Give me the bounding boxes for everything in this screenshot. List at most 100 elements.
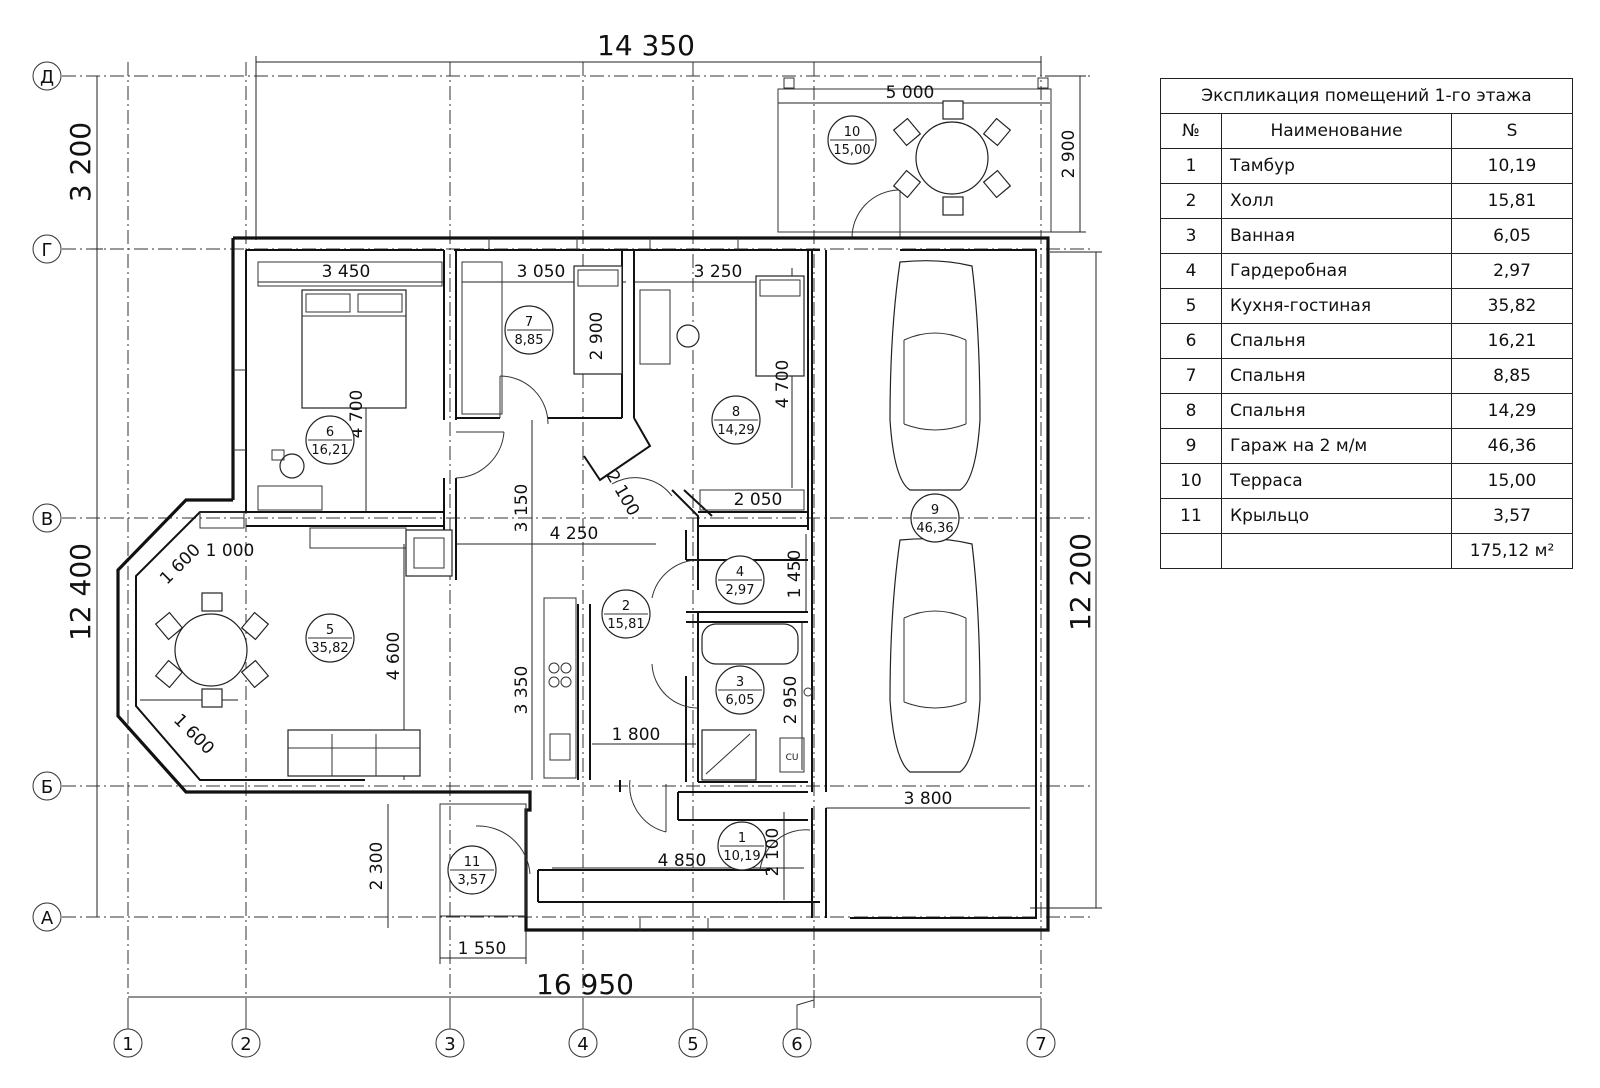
bath-fixtures: СU [701,623,813,781]
terrace [777,77,1052,239]
table-row: 4 Гардеробная 2,97 [1160,253,1573,289]
row-name: Кухня-гостиная [1221,288,1452,324]
svg-text:11: 11 [464,855,481,870]
svg-text:4: 4 [736,565,744,580]
svg-text:2: 2 [622,599,630,614]
axis-label-v: В [41,509,53,530]
svg-text:10: 10 [844,125,861,140]
axis-label-1: 1 [122,1034,133,1055]
axis-label-3: 3 [444,1034,455,1055]
table-row: 5 Кухня-гостиная 35,82 [1160,288,1573,324]
dim-bath-depth: 2 950 [781,676,801,725]
row-area: 10,19 [1451,148,1573,184]
table-row: 8 Спальня 14,29 [1160,393,1573,429]
dim-porch-width: 1 550 [458,939,507,959]
row-num: 3 [1160,218,1222,254]
row-num: 9 [1160,428,1222,464]
table-row: 11 Крыльцо 3,57 [1160,498,1573,534]
svg-text:2,97: 2,97 [726,583,755,598]
axis-bubbles-horizontal: Д Г В Б А [32,61,62,932]
header-num: № [1160,113,1222,149]
room-tag-9: 9 46,36 [910,493,960,543]
row-num: 4 [1160,253,1222,289]
dim-bottom-total: 16 950 [536,968,634,1001]
row-name: Ванная [1221,218,1452,254]
dim-kitchen-depth: 4 600 [384,632,404,681]
room-tag-8: 8 14,29 [711,395,761,445]
axis-label-2: 2 [240,1034,251,1055]
dim-top-total: 14 350 [597,29,695,62]
row-name: Спальня [1221,393,1452,429]
row-num: 11 [1160,498,1222,534]
room-tag-6: 6 16,21 [305,415,355,465]
exterior-walls [116,236,1050,932]
row-num: 2 [1160,183,1222,219]
svg-text:16,21: 16,21 [311,443,348,458]
row-name: Холл [1221,183,1452,219]
row-area: 15,00 [1451,463,1573,499]
svg-text:15,00: 15,00 [833,143,870,158]
axis-label-d: Д [40,67,54,88]
doors [455,375,811,875]
svg-text:8: 8 [732,405,740,420]
axis-bubbles-vertical: 1 2 3 4 5 6 7 [113,990,1056,1058]
axis-label-5: 5 [687,1034,698,1055]
svg-text:1: 1 [738,831,746,846]
axis-label-6: 6 [791,1034,802,1055]
row-area: 15,81 [1451,183,1573,219]
svg-text:9: 9 [931,503,939,518]
room-tag-7: 7 8,85 [504,305,554,355]
svg-text:3,57: 3,57 [458,873,487,888]
table-row: 6 Спальня 16,21 [1160,323,1573,359]
table-row: 1 Тамбур 10,19 [1160,148,1573,184]
svg-text:3: 3 [736,675,744,690]
row-num: 1 [1160,148,1222,184]
dim-terrace-width: 5 000 [886,83,935,103]
total-area: 175,12 м² [1451,533,1573,569]
dim-room8-width: 3 250 [694,262,743,282]
table-row: 9 Гараж на 2 м/м 46,36 [1160,428,1573,464]
bedroom-6-furniture [257,261,443,511]
axis-label-7: 7 [1035,1034,1046,1055]
dim-room7-width: 3 050 [517,262,566,282]
svg-text:46,36: 46,36 [916,521,953,536]
row-name: Спальня [1221,358,1452,394]
dim-kitchen-run: 3 350 [512,666,532,715]
room-tags: 1 10,19 2 15,81 3 6,05 4 2,97 5 35,82 6 … [305,115,960,895]
dim-room8-depth: 4 700 [773,360,793,409]
svg-text:15,81: 15,81 [607,617,644,632]
dimension-lines [91,56,1102,998]
axis-label-a: А [41,908,54,929]
row-name: Гараж на 2 м/м [1221,428,1452,464]
header-area: S [1451,113,1573,149]
living-furniture [154,511,577,779]
dim-garage-door: 3 800 [904,789,953,809]
svg-text:6: 6 [326,425,334,440]
row-num: 6 [1160,323,1222,359]
dim-vestibule-depth: 2 100 [763,828,783,877]
table-caption: Экспликация помещений 1-го этажа [1160,78,1573,114]
table-header-row: № Наименование S [1160,113,1573,149]
room-tag-1: 1 10,19 [717,821,767,871]
table-row: 2 Холл 15,81 [1160,183,1573,219]
dim-wardrobe-depth: 1 450 [785,550,805,599]
row-area: 14,29 [1451,393,1573,429]
room-tag-2: 2 15,81 [601,589,651,639]
table-row: 3 Ванная 6,05 [1160,218,1573,254]
total-name-empty [1221,533,1452,569]
svg-text:10,19: 10,19 [723,849,760,864]
svg-text:14,29: 14,29 [717,423,754,438]
bedroom-8-furniture [639,275,805,511]
dim-left-lower: 12 400 [64,543,97,641]
svg-text:7: 7 [525,315,533,330]
dim-room7-depth: 2 900 [587,312,607,361]
table-row: 10 Терраса 15,00 [1160,463,1573,499]
row-area: 2,97 [1451,253,1573,289]
axis-label-b: Б [41,777,53,798]
dim-hall-depth: 3 150 [512,484,532,533]
total-num-empty [1160,533,1222,569]
row-num: 7 [1160,358,1222,394]
table-total-row: 175,12 м² [1160,533,1573,569]
dim-vestibule-width: 4 850 [658,851,707,871]
dim-left-upper: 3 200 [64,122,97,202]
